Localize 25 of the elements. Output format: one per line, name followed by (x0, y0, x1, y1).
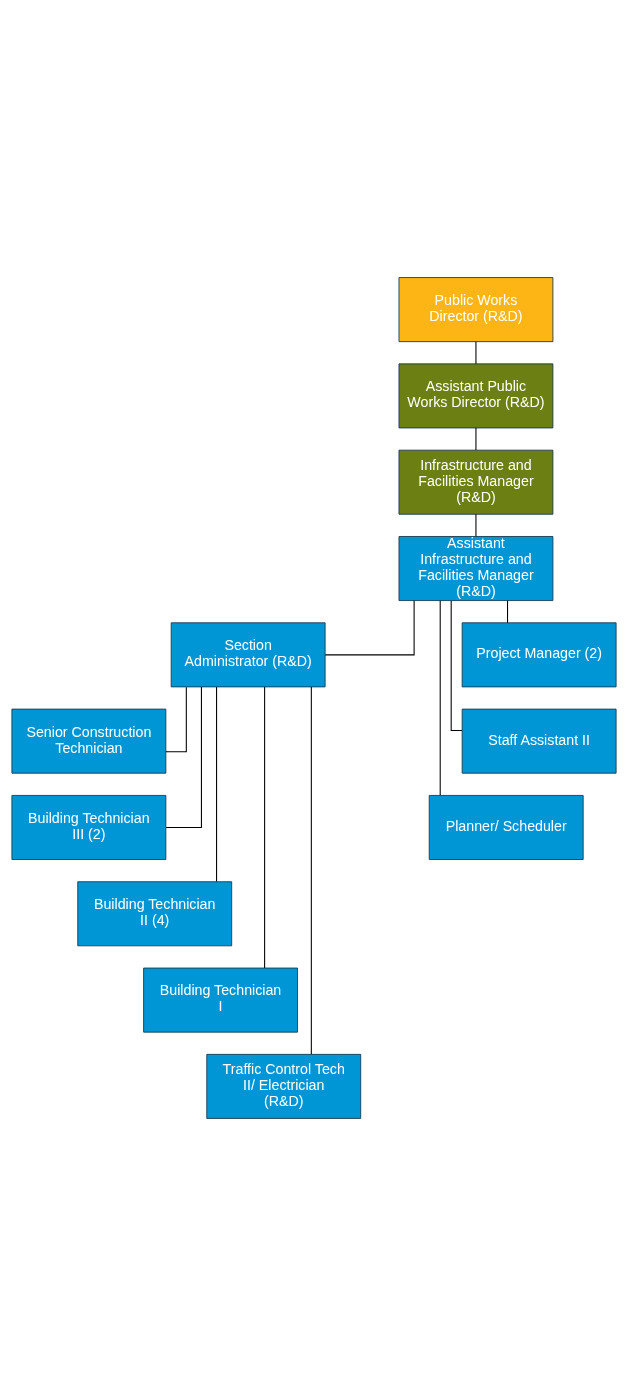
connector (264, 685, 266, 968)
connector (475, 513, 477, 537)
connector (450, 599, 463, 731)
node-box: Senior Construction Technician (11, 708, 167, 774)
node-box: Staff Assistant II (461, 708, 617, 774)
node-box: Section Administrator (R&D) (170, 621, 326, 687)
node-box: Building Technician II (4) (77, 880, 233, 946)
node-box: Project Manager (2) (461, 621, 617, 687)
connector (507, 599, 509, 623)
connector (475, 340, 477, 364)
node-box: Public Works Director (R&D) (398, 276, 554, 342)
node-box: Building Technician III (2) (11, 794, 167, 860)
connector (165, 686, 187, 752)
node-box: Infrastructure and Facilities Manager (R&D) (398, 449, 554, 515)
connector (439, 599, 441, 796)
node-box: Building Technician I (143, 967, 298, 1033)
connector (475, 427, 477, 451)
connector (165, 685, 202, 828)
node-box: Assistant Infrastructure and Facilities Manager (R&D) (398, 535, 554, 601)
connector (216, 686, 218, 882)
node-box: Traffic Control Tech II/ Electrician (R&D) (206, 1053, 362, 1119)
connector (324, 599, 415, 655)
node-box: Planner/ Scheduler (428, 794, 584, 860)
node-box: Assistant Public Works Director (R&D) (398, 362, 554, 428)
connector (310, 685, 312, 1055)
